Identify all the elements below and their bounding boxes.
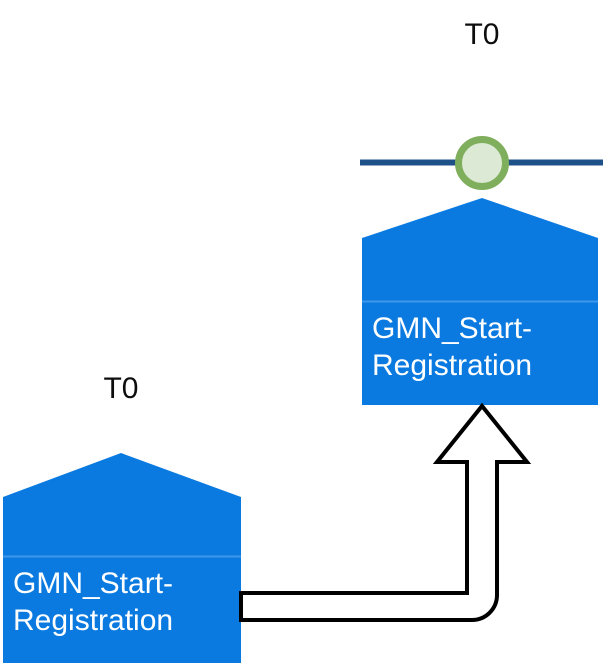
- node-bottom-node-shape[interactable]: [3, 453, 241, 663]
- node-top-node[interactable]: [362, 198, 598, 405]
- time-label-top: T0: [464, 18, 500, 51]
- node-bottom-node[interactable]: [3, 453, 241, 663]
- timeline-event-circle-icon[interactable]: [455, 136, 509, 190]
- time-label-bottom: T0: [103, 372, 139, 405]
- connector-block-arrow[interactable]: [239, 402, 532, 622]
